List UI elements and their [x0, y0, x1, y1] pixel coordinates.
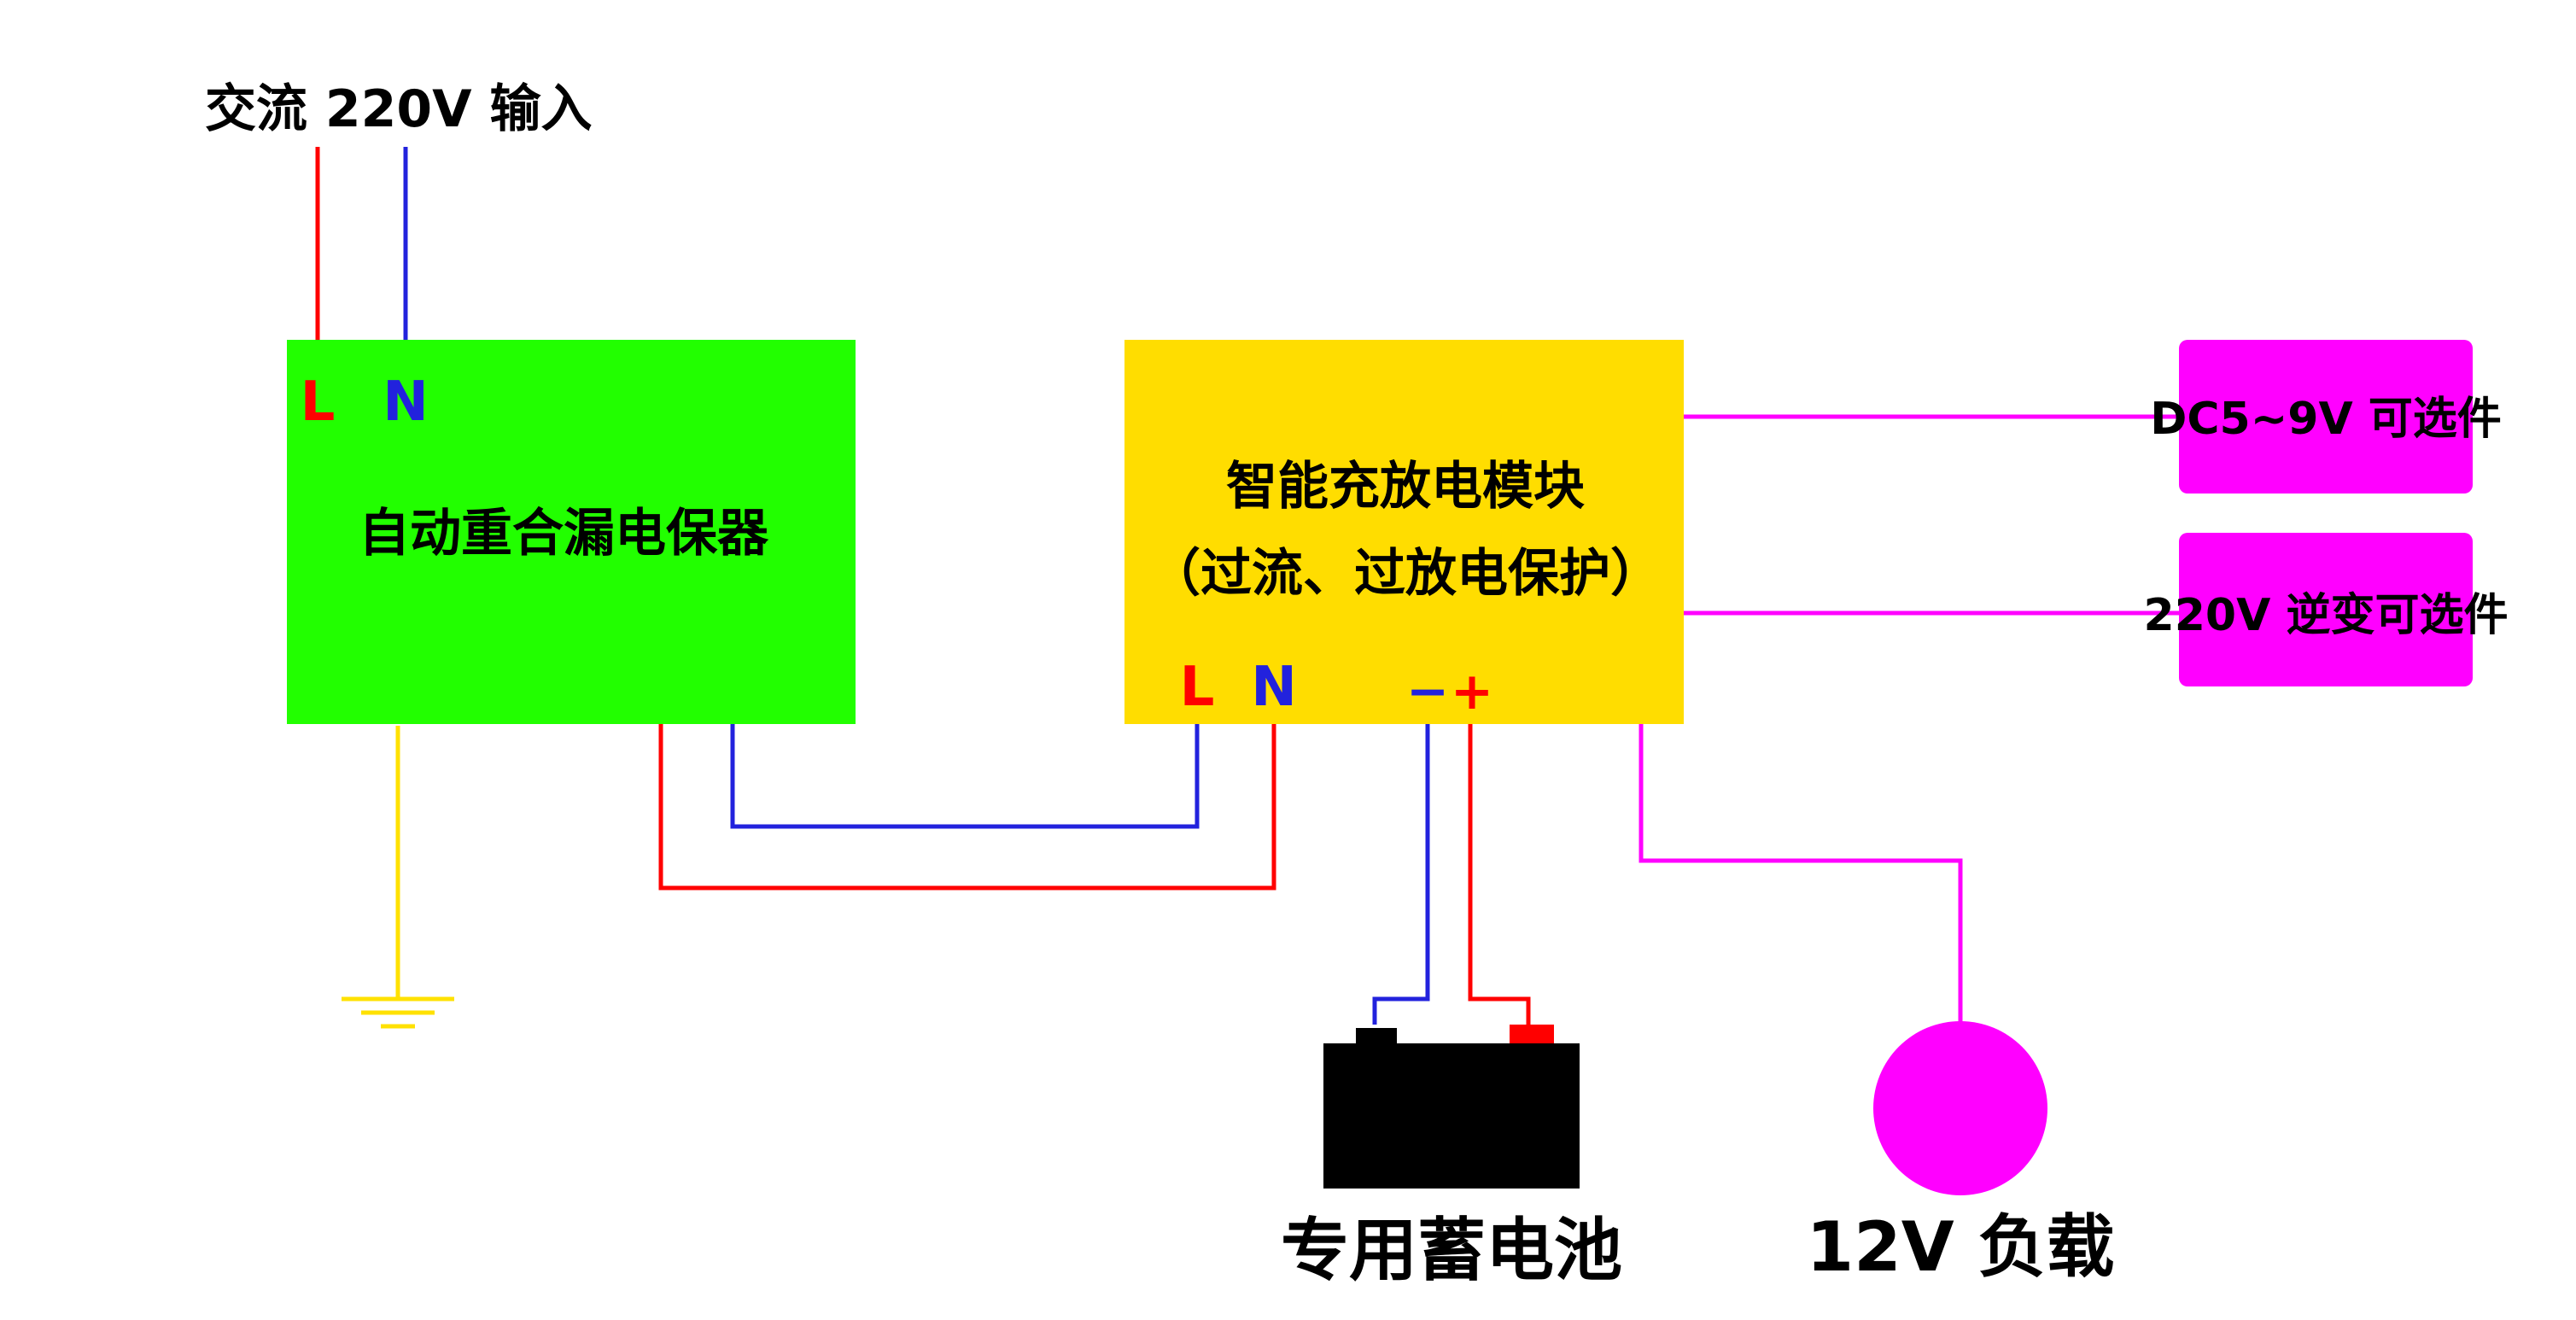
battery-negative-wire — [1372, 724, 1430, 1025]
option-dc-label: DC5~9V 可选件 — [2150, 394, 2502, 445]
option-dc-box — [2179, 340, 2473, 494]
module-title-line1: 智能充放电模块 — [1226, 457, 1585, 517]
breaker-to-module-l-wire — [658, 717, 1276, 891]
breaker-terminal-n: N — [383, 371, 429, 434]
module-terminal-minus: − — [1406, 662, 1449, 721]
load-wire — [1638, 724, 1963, 1029]
battery-label: 专用蓄电池 — [1281, 1211, 1622, 1290]
breaker-label: 自动重合漏电保器 — [359, 504, 769, 564]
load-label: 12V 负载 — [1806, 1207, 2114, 1287]
breaker-to-module-n-wire — [730, 717, 1200, 829]
option-inverter-box — [2179, 533, 2473, 686]
option-inverter-label: 220V 逆变可选件 — [2144, 590, 2509, 641]
breaker-box — [287, 340, 856, 724]
charge-module-box — [1124, 340, 1684, 724]
battery-icon — [1323, 1025, 1580, 1189]
ground-symbol-icon — [342, 996, 454, 1029]
ac-input-label: 交流 220V 输入 — [205, 79, 592, 139]
module-title-line2: （过流、过放电保护） — [1149, 544, 1662, 604]
load-circle-icon — [1873, 1021, 2047, 1195]
battery-positive-wire — [1468, 715, 1531, 1025]
breaker-terminal-l: L — [301, 371, 336, 434]
module-terminal-l: L — [1180, 656, 1215, 719]
module-terminal-n: N — [1251, 656, 1297, 719]
module-terminal-plus: + — [1451, 662, 1493, 721]
